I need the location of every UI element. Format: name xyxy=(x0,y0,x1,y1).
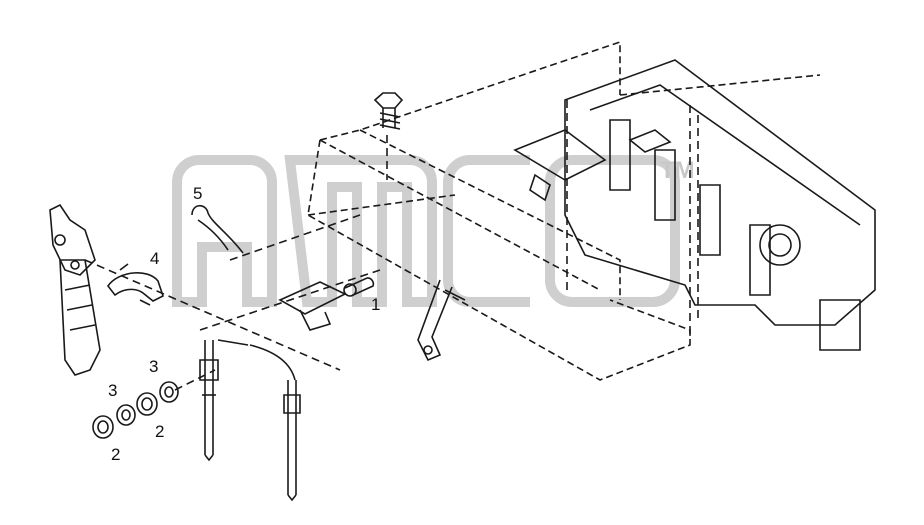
injector xyxy=(49,203,101,376)
callout-2: 2 xyxy=(155,422,165,441)
bolt xyxy=(373,92,404,130)
engine-block xyxy=(513,59,876,351)
callout-2: 2 xyxy=(111,445,121,464)
watermark-mark: TM xyxy=(660,157,695,184)
part-3-washers xyxy=(116,381,179,426)
glow-plug-left xyxy=(199,340,219,462)
part-1-connector xyxy=(278,277,375,331)
callout-5: 5 xyxy=(193,184,203,203)
callout-3: 3 xyxy=(149,357,159,376)
part-2-nuts xyxy=(92,392,158,439)
callout-3: 3 xyxy=(108,381,118,400)
callout-1: 1 xyxy=(371,295,381,314)
mounting-plate xyxy=(307,40,821,381)
part-4-clamp xyxy=(107,263,164,306)
part-5-clip xyxy=(191,204,244,254)
glow-plug-right xyxy=(217,339,301,502)
callout-4: 4 xyxy=(150,249,160,268)
watermark xyxy=(172,155,680,307)
support-arm xyxy=(417,279,466,362)
leader-lines xyxy=(84,100,699,391)
